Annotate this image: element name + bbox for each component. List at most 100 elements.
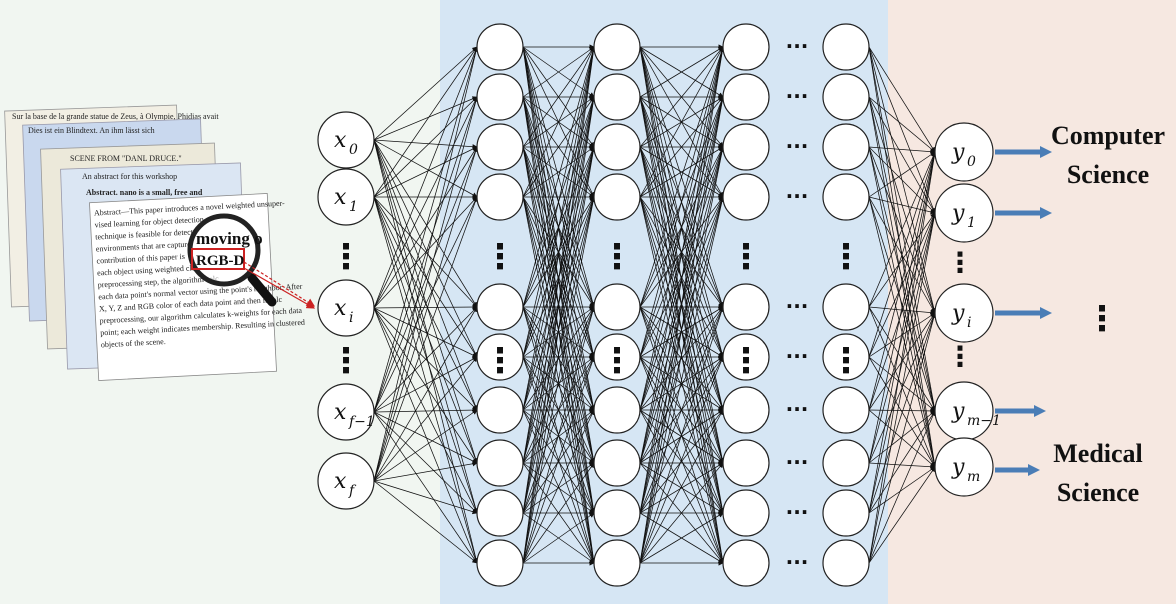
- output-ellipsis: ⋮: [946, 246, 974, 279]
- connection-edge: [639, 46, 725, 308]
- connection-edge: [373, 139, 479, 464]
- connection-edge: [373, 46, 479, 482]
- connection-edge: [522, 146, 596, 564]
- connection-edge: [639, 462, 724, 514]
- hidden-ellipsis: ⋮: [829, 341, 863, 381]
- connection-edge: [373, 196, 478, 413]
- hidden-ellipsis: ⋮: [729, 237, 763, 277]
- output-label: y: [951, 455, 965, 480]
- hidden-neuron: [722, 386, 770, 434]
- connection-edge: [373, 480, 478, 564]
- connection-edge: [639, 409, 724, 464]
- connection-edge: [639, 46, 724, 98]
- connection-edge: [373, 139, 478, 411]
- output-label-subscript: i: [967, 315, 971, 331]
- connection-edge: [639, 46, 725, 564]
- input-neuron: [317, 452, 375, 510]
- hidden-ellipsis: ⋮: [600, 341, 634, 381]
- connection-edge: [373, 139, 479, 564]
- connection-edge: [373, 307, 478, 464]
- connection-edge: [639, 46, 725, 358]
- hidden-neuron: [476, 539, 524, 587]
- output-label-subscript: m: [967, 469, 980, 485]
- magnifier-word: moving o: [196, 229, 263, 248]
- connection-edge: [639, 196, 725, 564]
- hidden-horizontal-ellipsis: ···: [786, 84, 809, 108]
- rgbd-highlight-box: [191, 248, 245, 270]
- hidden-neuron: [822, 539, 870, 587]
- hidden-neuron: [593, 333, 641, 381]
- input-label: x: [334, 296, 347, 321]
- connection-edge: [373, 146, 478, 413]
- connection-edge: [522, 46, 595, 148]
- output-label: y: [951, 201, 965, 226]
- input-neuron: [317, 111, 375, 169]
- hidden-neuron: [593, 23, 641, 71]
- hidden-horizontal-ellipsis: ···: [786, 344, 809, 368]
- hidden-horizontal-ellipsis: ···: [786, 134, 809, 158]
- connection-edge: [868, 146, 936, 155]
- connection-edge: [639, 409, 724, 514]
- input-label-subscript: f: [348, 483, 357, 499]
- connection-edge: [522, 196, 596, 564]
- connection-edge: [639, 46, 724, 148]
- connection-edge: [373, 196, 478, 358]
- hidden-neuron: [593, 489, 641, 537]
- connection-edge: [522, 356, 596, 564]
- connection-edge: [373, 46, 478, 141]
- hidden-neuron: [476, 386, 524, 434]
- document-stack: Sur la base de la grande statue de Zeus,…: [4, 104, 305, 381]
- hidden-ellipsis: ⋮: [483, 341, 517, 381]
- connection-edge: [522, 146, 595, 198]
- hidden-neuron: [593, 73, 641, 121]
- connection-edge: [373, 407, 478, 413]
- output-label-subscript: m−1: [967, 413, 1001, 429]
- hidden-neuron: [476, 489, 524, 537]
- connection-edge: [639, 356, 724, 564]
- connection-edge: [868, 151, 936, 198]
- connection-edge: [639, 196, 724, 358]
- connection-edge: [373, 146, 478, 309]
- connection-edge: [522, 46, 596, 464]
- connection-edge: [639, 146, 724, 358]
- hidden-ellipsis: ⋮: [729, 341, 763, 381]
- connection-edge: [639, 306, 725, 564]
- document-text: SCENE FROM "DANL DRUCE.": [70, 154, 182, 163]
- connection-edge: [373, 96, 479, 482]
- connection-edge: [522, 46, 595, 198]
- connection-edge: [868, 212, 936, 308]
- connection-edge: [868, 466, 936, 564]
- connection-edge: [639, 409, 724, 564]
- output-arrow-head: [1040, 207, 1052, 219]
- output-label: y: [951, 140, 965, 165]
- input-ellipsis: ⋮: [329, 341, 363, 381]
- output-label-subscript: 0: [967, 154, 976, 170]
- magnifier-icon: moving o RGB-D: [187, 213, 277, 307]
- connection-edge: [639, 146, 725, 564]
- connection-edge: [373, 411, 478, 564]
- connection-edge: [868, 212, 937, 564]
- targets-ellipsis: ⋮: [1085, 299, 1119, 339]
- hidden-neuron: [593, 386, 641, 434]
- target-label-line: Science: [1067, 160, 1149, 189]
- output-label: y: [951, 399, 965, 424]
- connection-edge: [373, 96, 478, 141]
- connection-edge: [522, 96, 596, 564]
- target-computer-science: Computer Science: [1051, 121, 1165, 189]
- connection-edge: [868, 212, 937, 514]
- connection-edge: [373, 306, 478, 413]
- hidden-neuron: [822, 73, 870, 121]
- connection-edge: [522, 409, 595, 464]
- connection-edge: [522, 462, 595, 564]
- output-ellipsis: ⋮: [946, 340, 974, 373]
- target-label-line: Science: [1057, 478, 1139, 507]
- hidden-horizontal-ellipsis: ···: [786, 34, 809, 58]
- input-label-subscript: 0: [349, 142, 358, 158]
- connection-edge: [373, 139, 478, 198]
- hidden-neuron: [722, 283, 770, 331]
- output-arrow-head: [1040, 146, 1052, 158]
- connection-edge: [522, 512, 595, 564]
- connection-edge: [522, 46, 596, 514]
- connection-edge: [868, 212, 937, 411]
